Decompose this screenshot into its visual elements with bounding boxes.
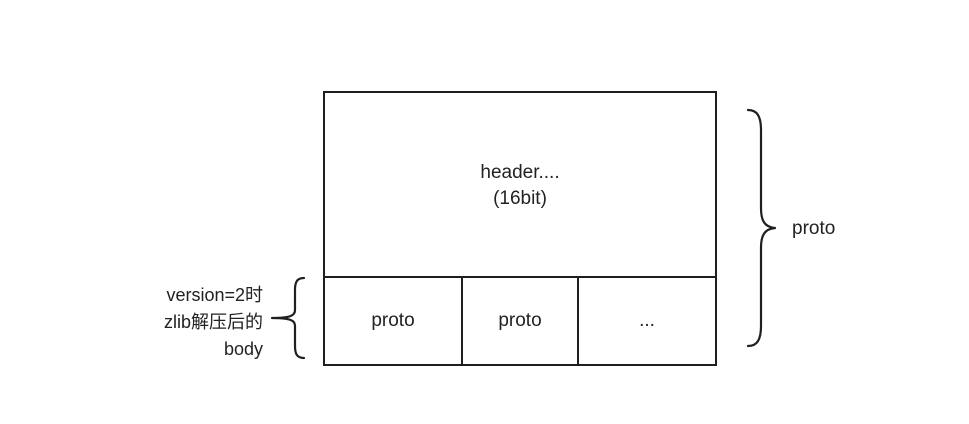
body-description-label: version=2时 zlib解压后的 body: [164, 282, 263, 363]
body-cell-label: ...: [639, 310, 655, 331]
right-brace-icon: [746, 108, 777, 348]
header-box: [323, 91, 717, 278]
header-size-label: (16bit): [493, 188, 547, 209]
body-cell-proto-1: proto: [323, 276, 463, 366]
header-label: header....: [480, 162, 560, 183]
body-cell-proto-2: proto: [461, 276, 579, 366]
header-box-label: header.... (16bit): [323, 160, 717, 212]
body-cell-ellipsis: ...: [577, 276, 717, 366]
zlib-label: zlib解压后的: [163, 312, 263, 332]
proto-label: proto: [792, 218, 836, 239]
body-label: body: [223, 339, 263, 359]
version-label: version=2时: [166, 285, 263, 305]
body-cell-label: proto: [498, 310, 542, 331]
left-brace-icon: [270, 276, 306, 360]
body-cell-label: proto: [371, 310, 415, 331]
